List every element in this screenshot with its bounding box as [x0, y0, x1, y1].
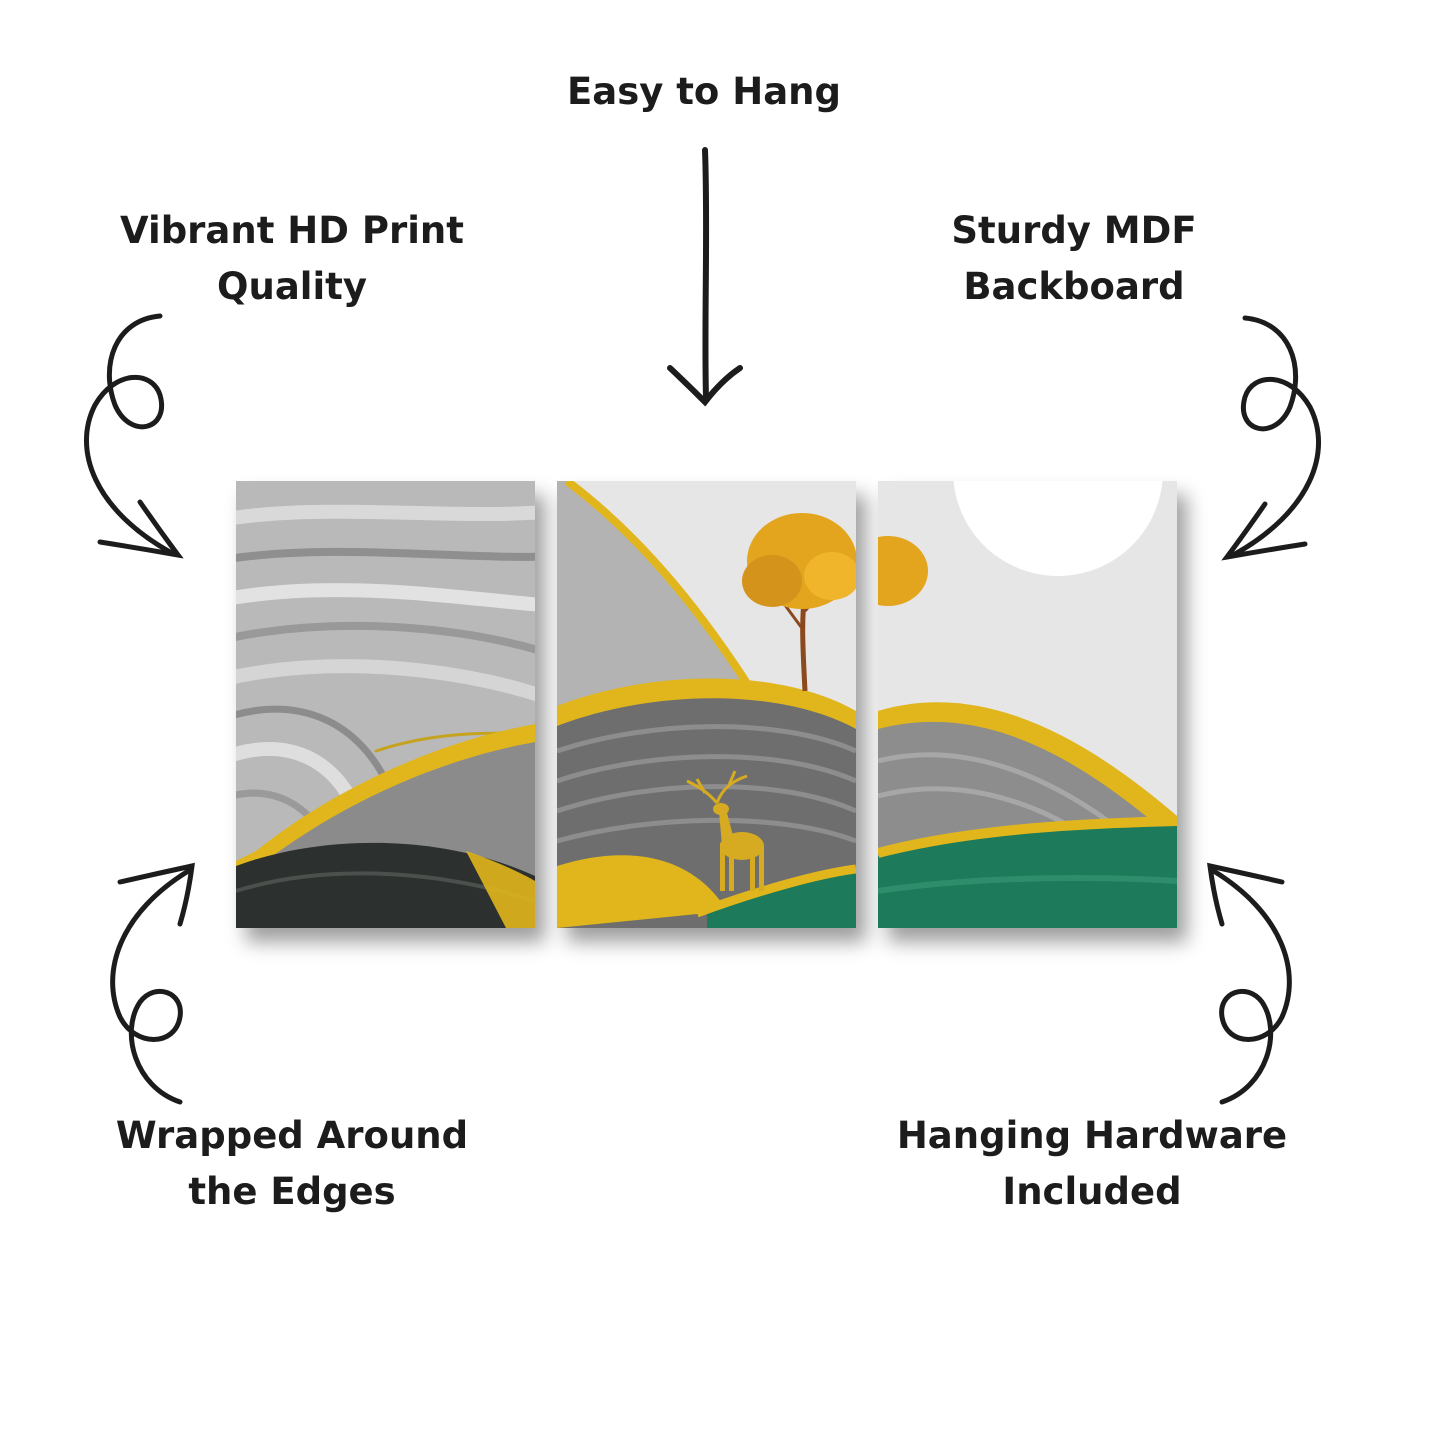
feature-label-print-quality: Vibrant HD Print Quality	[40, 203, 544, 315]
label-line: Easy to Hang	[566, 70, 841, 113]
label-line: Quality	[217, 265, 367, 308]
label-line: Vibrant HD Print	[120, 209, 464, 252]
loop-arrow-icon	[110, 862, 195, 1105]
down-arrow-icon	[667, 147, 743, 407]
moon-icon	[953, 481, 1163, 576]
label-line: the Edges	[188, 1170, 396, 1213]
tree-icon	[742, 513, 856, 692]
feature-label-backboard: Sturdy MDF Backboard	[822, 203, 1326, 315]
deer-icon	[686, 770, 764, 891]
canvas-panel-left	[236, 481, 535, 928]
label-line: Wrapped Around	[115, 1114, 469, 1157]
loop-arrow-icon	[84, 313, 184, 559]
canvas-panel-right	[878, 481, 1177, 928]
label-line: Sturdy MDF	[951, 209, 1197, 252]
canvas-panel-center	[557, 481, 856, 928]
label-line: Included	[1002, 1170, 1182, 1213]
label-line: Hanging Hardware	[896, 1114, 1288, 1157]
loop-arrow-icon	[1221, 315, 1321, 561]
loop-arrow-icon	[1207, 862, 1292, 1105]
feature-label-hardware: Hanging Hardware Included	[840, 1108, 1344, 1220]
feature-label-wrapped-edges: Wrapped Around the Edges	[40, 1108, 544, 1220]
label-line: Backboard	[963, 265, 1185, 308]
feature-label-easy-to-hang: Easy to Hang	[452, 64, 956, 120]
